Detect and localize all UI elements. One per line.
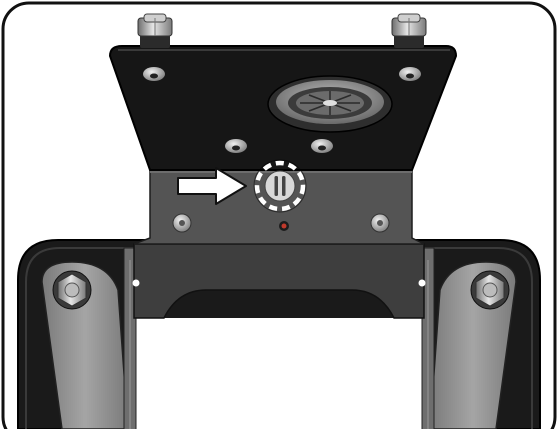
crossbar-hole-right bbox=[418, 279, 426, 287]
bracket-screw-right bbox=[370, 213, 390, 233]
red-led-icon bbox=[279, 221, 289, 231]
plate-hole-top-right bbox=[399, 67, 421, 81]
plate-hole-top-left bbox=[143, 67, 165, 81]
right-pivot-nut bbox=[470, 270, 510, 310]
left-pivot-nut bbox=[52, 270, 92, 310]
cable-grommet bbox=[267, 75, 393, 133]
top-right-nut bbox=[391, 13, 427, 48]
yoke-opening bbox=[130, 318, 432, 429]
top-left-nut bbox=[137, 13, 173, 48]
plate-hole-mid-right bbox=[311, 139, 333, 153]
highlight-shadow-ring bbox=[253, 159, 307, 213]
crossbar-hole-left bbox=[132, 279, 140, 287]
right-arrow-icon bbox=[177, 167, 247, 205]
plate-hole-mid-left bbox=[225, 139, 247, 153]
dashed-circle-highlight bbox=[254, 160, 306, 212]
bracket-screw-left bbox=[172, 213, 192, 233]
slotted-release-knob bbox=[264, 170, 296, 202]
yoke-crossbar bbox=[133, 243, 425, 319]
